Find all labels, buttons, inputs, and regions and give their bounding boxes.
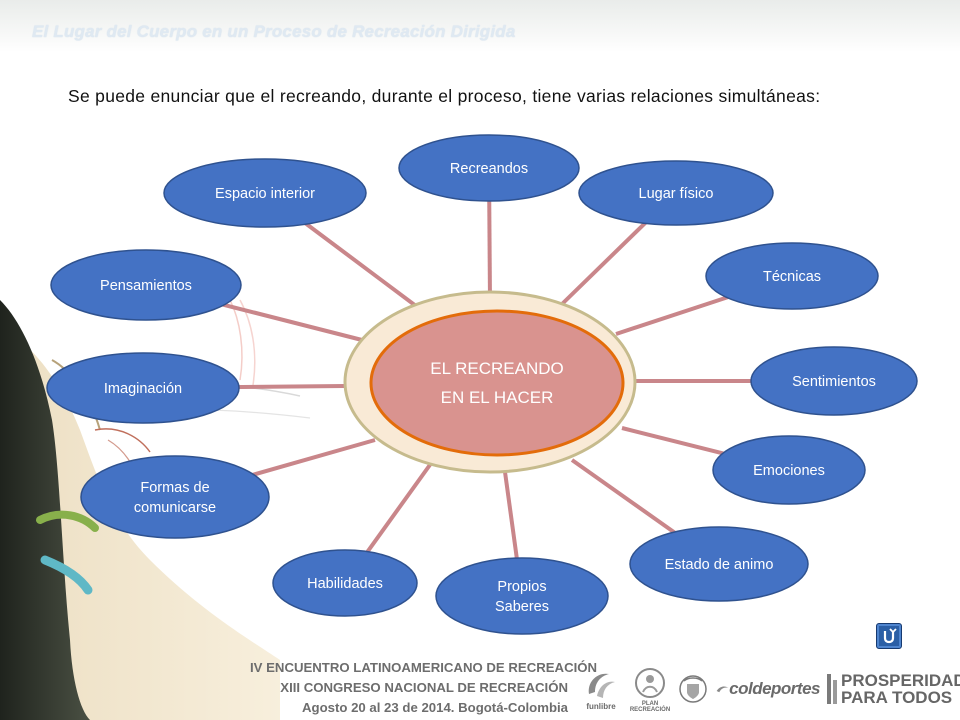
node-label-propios-saberes-1: Propios	[497, 579, 546, 595]
node-label-espacio-interior: Espacio interior	[215, 186, 315, 202]
node-habilidades: Habilidades	[272, 549, 418, 617]
node-emociones: Emociones	[712, 435, 866, 505]
prosperidad-logo: PROSPERIDAD PARA TODOS	[826, 662, 960, 716]
event-footer: IV ENCUENTRO LATINOAMERICANO DE RECREACI…	[250, 658, 598, 718]
node-ellipse-recreandos	[398, 134, 580, 202]
footer-line-2: XIII CONGRESO NACIONAL DE RECREACIÓN	[280, 680, 568, 695]
coldeportes-logo: coldeportes	[716, 662, 820, 716]
node-ellipse-habilidades	[272, 549, 418, 617]
node-label-formas-de-comunicarse-2: comunicarse	[134, 500, 216, 516]
funlibre-logo: funlibre	[576, 662, 626, 716]
footer-line-3: Agosto 20 al 23 de 2014. Bogotá-Colombia	[301, 700, 568, 715]
node-ellipse-lugar-fisico	[578, 160, 774, 226]
coldeportes-swoosh-icon	[716, 686, 729, 693]
node-espacio-interior: Espacio interior	[163, 158, 367, 228]
prosperidad-text-block: PROSPERIDAD PARA TODOS	[841, 672, 960, 706]
node-ellipse-formas-de-comunicarse	[80, 455, 270, 539]
node-lugar-fisico: Lugar físico	[578, 160, 774, 226]
node-label-imaginacion: Imaginación	[104, 381, 182, 397]
node-label-sentimientos: Sentimientos	[792, 374, 876, 390]
node-imaginacion: Imaginación	[46, 352, 240, 424]
footer-line-1: IV ENCUENTRO LATINOAMERICANO DE RECREACI…	[250, 660, 598, 675]
node-pensamientos: Pensamientos	[50, 249, 242, 321]
return-arrow-icon	[883, 628, 897, 644]
plan-recreacion-emblem-icon	[635, 668, 665, 698]
node-label-lugar-fisico: Lugar físico	[639, 186, 714, 202]
node-sentimientos: Sentimientos	[750, 346, 918, 416]
node-estado-de-animo: Estado de animo	[629, 526, 809, 602]
node-label-emociones: Emociones	[753, 463, 825, 479]
funlibre-emblem-icon	[588, 673, 615, 698]
node-ellipse-espacio-interior	[163, 158, 367, 228]
center-inner-ellipse	[369, 309, 625, 457]
node-label-formas-de-comunicarse-1: Formas de	[140, 480, 209, 496]
node-label-pensamientos: Pensamientos	[100, 278, 192, 294]
plan-recreacion-logo: PLAN RECREACIÓN	[628, 662, 672, 716]
slide-title: El Lugar del Cuerpo en un Proceso de Rec…	[32, 22, 516, 41]
colombia-seal-logo	[676, 662, 710, 716]
prosperidad-text-2: PARA TODOS	[841, 688, 953, 707]
node-label-recreandos: Recreandos	[450, 161, 528, 177]
node-ellipse-estado-de-animo	[629, 526, 809, 602]
node-ellipse-propios-saberes	[435, 557, 609, 635]
node-label-estado-de-animo: Estado de animo	[665, 557, 774, 573]
center-label-line1: EL RECREANDO	[430, 359, 564, 378]
prosperidad-text-1: PROSPERIDAD	[841, 671, 960, 690]
node-recreandos: Recreandos	[398, 134, 580, 202]
prosperidad-bars-icon	[827, 674, 837, 704]
header-band	[0, 0, 960, 52]
node-ellipse-sentimientos	[750, 346, 918, 416]
node-ellipse-imaginacion	[46, 352, 240, 424]
colombia-seal-icon	[679, 675, 707, 703]
prosperidad-row: PROSPERIDAD PARA TODOS	[826, 672, 960, 706]
node-ellipse-emociones	[712, 435, 866, 505]
node-ellipse-tecnicas	[705, 242, 879, 310]
node-tecnicas: Técnicas	[705, 242, 879, 310]
coldeportes-text: coldeportes	[729, 679, 820, 698]
node-ellipse-pensamientos	[50, 249, 242, 321]
funlibre-text: funlibre	[586, 701, 616, 711]
node-label-propios-saberes-2: Saberes	[495, 599, 549, 615]
navigation-return-button[interactable]	[876, 623, 902, 649]
plan-recreacion-text: PLAN RECREACIÓN	[629, 701, 671, 713]
node-label-habilidades: Habilidades	[307, 576, 383, 592]
node-formas-de-comunicarse: Formas de comunicarse	[80, 455, 270, 539]
node-label-tecnicas: Técnicas	[763, 269, 821, 285]
center-label-line2: EN EL HACER	[441, 388, 554, 407]
intro-text: Se puede enunciar que el recreando, dura…	[68, 86, 821, 106]
center-hub: EL RECREANDO EN EL HACER	[343, 290, 637, 474]
